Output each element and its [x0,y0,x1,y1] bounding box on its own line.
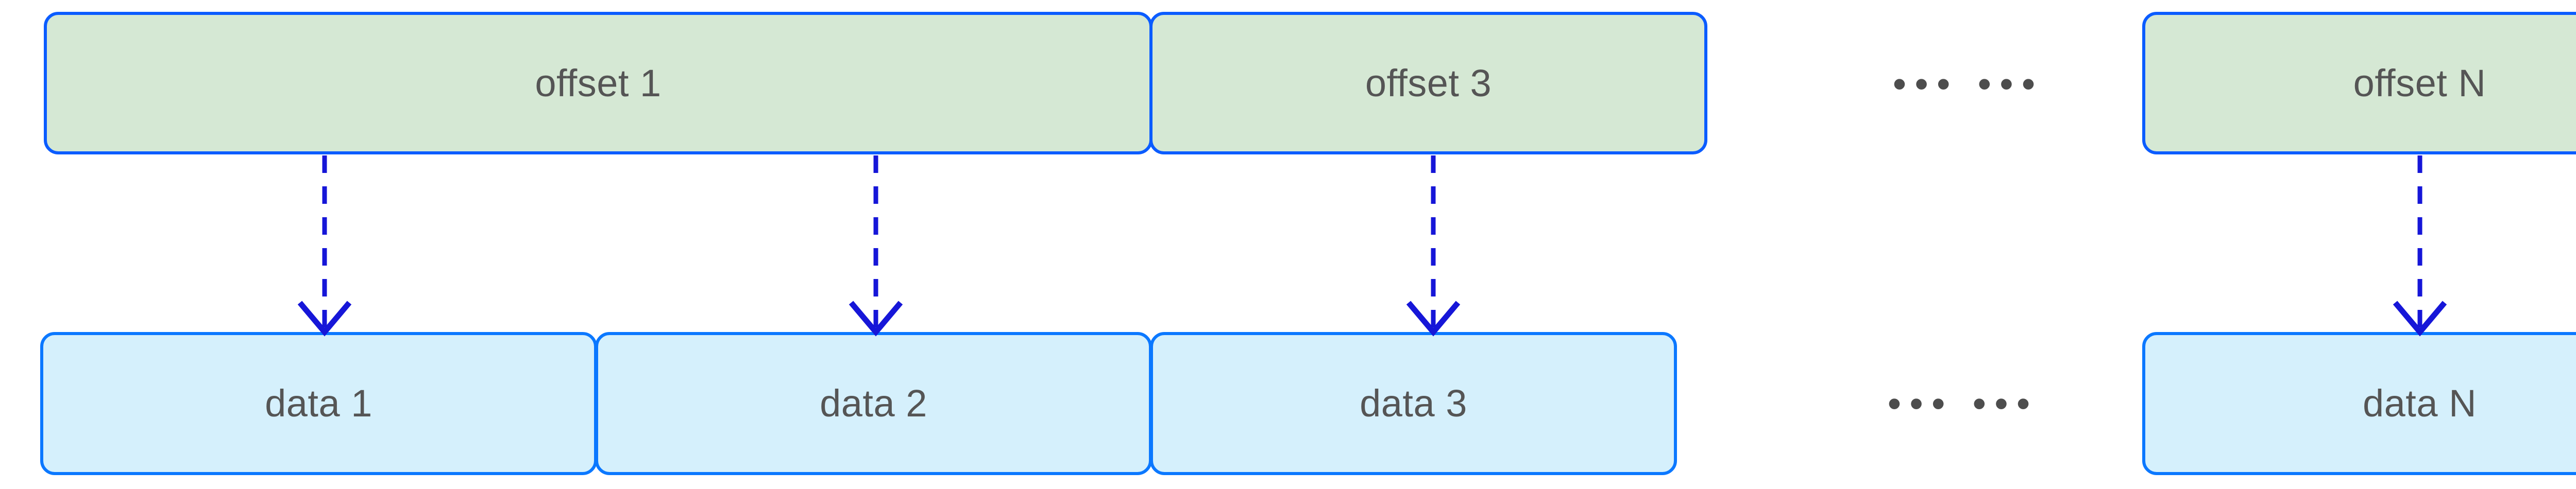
offset-block-1[interactable]: offset 1 [44,12,1153,154]
data-block-n[interactable]: data N [2142,332,2576,475]
offset-block-1-label: offset 1 [535,61,662,104]
connector-offset3-data3 [1406,155,1461,337]
data-block-3[interactable]: data 3 [1150,332,1677,475]
data-row-ellipsis: ••• ••• [1803,383,2123,425]
offset-block-n-label: offset N [2353,61,2486,104]
connector-offset1-data1-arrowhead-icon [297,301,352,337]
offset-block-n[interactable]: offset N [2142,12,2576,154]
connector-offset1-data1 [297,155,352,337]
data-block-1[interactable]: data 1 [40,332,597,475]
offset-block-3-label: offset 3 [1365,61,1492,104]
data-row-ellipsis-dots: ••• ••• [1887,382,2039,426]
offset-row-ellipsis: ••• ••• [1834,64,2102,105]
data-block-3-label: data 3 [1360,382,1467,425]
connector-offsetN-dataN-arrowhead-icon [2393,301,2447,337]
connector-offset3-data3-arrowhead-icon [1406,301,1461,337]
data-block-2[interactable]: data 2 [595,332,1152,475]
offset-block-3[interactable]: offset 3 [1149,12,1707,154]
data-block-n-label: data N [2362,382,2477,425]
connector-offset1-data2 [849,155,903,337]
data-block-1-label: data 1 [265,382,372,425]
offset-row-ellipsis-dots: ••• ••• [1892,62,2044,106]
data-block-2-label: data 2 [820,382,927,425]
connector-offset1-data2-arrowhead-icon [849,301,903,337]
connector-offsetN-dataN [2393,155,2447,337]
